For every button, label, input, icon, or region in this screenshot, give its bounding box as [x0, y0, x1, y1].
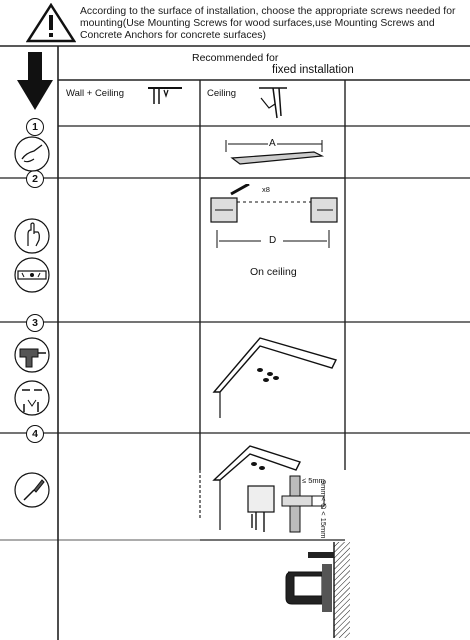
step-4-number: 4: [26, 425, 44, 443]
ceiling-bracket-icon: [259, 87, 287, 119]
hand-icon: [14, 218, 50, 254]
screw-count-label: x8: [262, 185, 270, 194]
ceiling-mount-diagram: [212, 445, 325, 533]
anchors-screws-icon: [14, 380, 50, 416]
bracket-spacing-diagram: [210, 184, 338, 248]
on-ceiling-caption: On ceiling: [250, 266, 297, 278]
column-wall-ceiling: Wall + Ceiling: [66, 88, 124, 99]
pencil-hand-icon: [14, 136, 50, 172]
ceiling-drill-diagram: [212, 337, 338, 418]
warning-triangle-icon: [26, 3, 76, 43]
level-tool-icon: [14, 257, 50, 293]
screw-depth-label: 9mm< ⦰ < 15mm: [319, 480, 328, 539]
step-1-number: 1: [26, 118, 44, 136]
dimension-a-label: A: [268, 138, 277, 149]
dimension-d-label: D: [268, 235, 278, 246]
wall-mounted-unit-diagram: [285, 542, 350, 638]
drill-icon: [14, 337, 50, 373]
warning-text: According to the surface of installation…: [80, 6, 456, 41]
step-3-number: 3: [26, 314, 44, 332]
recommended-label: Recommended for: [192, 52, 279, 64]
bar-dimension-diagram: [225, 140, 325, 165]
down-arrow-icon: [17, 52, 53, 110]
column-ceiling: Ceiling: [207, 88, 237, 99]
screwdriver-icon: [14, 472, 50, 508]
wall-ceiling-bracket-icon: [148, 87, 182, 104]
gap-label: ≤ 5mm: [302, 476, 325, 485]
fixed-installation-label: fixed installation: [272, 64, 354, 76]
